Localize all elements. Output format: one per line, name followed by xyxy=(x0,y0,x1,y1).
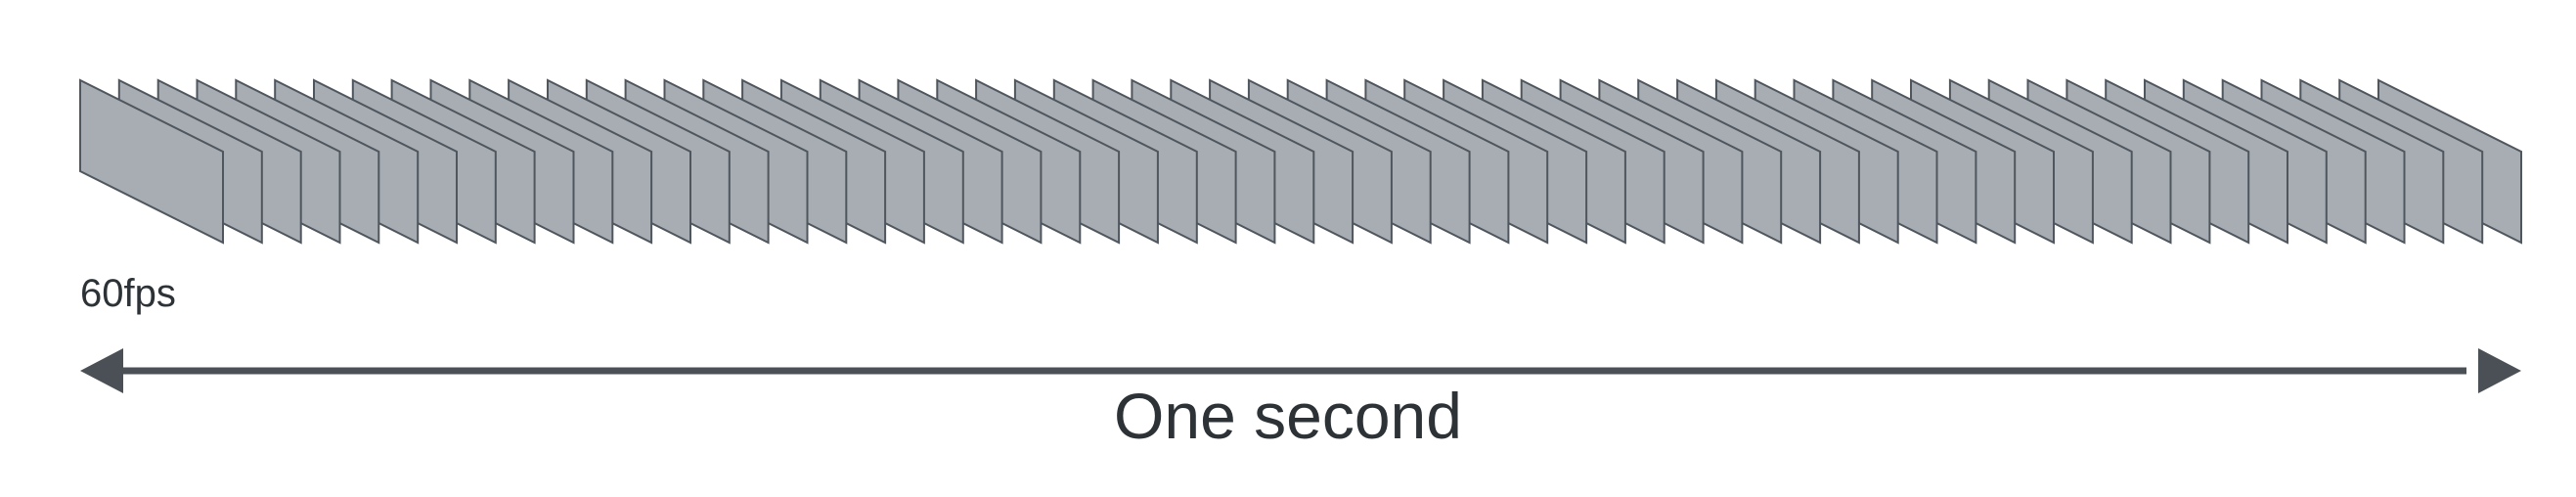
timeline-arrowhead-left xyxy=(80,348,123,393)
timeline-arrow xyxy=(80,348,2521,393)
frame-stack xyxy=(79,78,2522,245)
frame-rate-label: 60fps xyxy=(80,272,176,315)
frame-card xyxy=(79,78,224,245)
timeline-arrowhead-right xyxy=(2478,348,2521,393)
duration-label: One second xyxy=(1114,380,1462,452)
